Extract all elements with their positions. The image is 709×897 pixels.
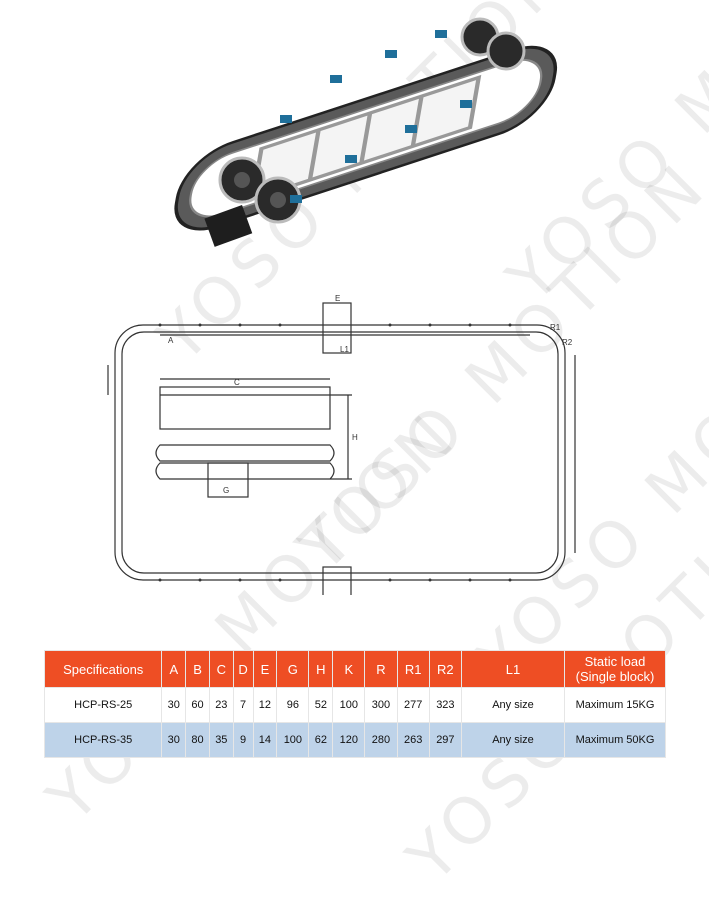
table-row: HCP-RS-35 30 80 35 9 14 100 62 120 280 2… bbox=[43, 722, 666, 758]
spec-table: Specifications A B C D E G H K R R1 R2 L… bbox=[43, 650, 666, 758]
header-h: H bbox=[308, 650, 334, 688]
dim-label-r1: R1 bbox=[550, 323, 561, 332]
cell-spec: HCP-RS-35 bbox=[43, 722, 163, 758]
cell: 100 bbox=[276, 722, 310, 758]
dim-label-r2: R2 bbox=[562, 338, 573, 347]
header-specifications: Specifications bbox=[43, 650, 163, 688]
dim-label-c: C bbox=[234, 378, 240, 387]
cell-l1: Any size bbox=[461, 722, 565, 758]
dim-label-e: E bbox=[335, 295, 340, 303]
cell: 35 bbox=[208, 722, 234, 758]
cell: 62 bbox=[308, 722, 334, 758]
cell-static-load: Maximum 15KG bbox=[564, 687, 666, 723]
cell: 297 bbox=[428, 722, 463, 758]
header-k: K bbox=[332, 650, 366, 688]
cell: 23 bbox=[208, 687, 234, 723]
cell: 280 bbox=[364, 722, 398, 758]
product-render bbox=[174, 17, 558, 247]
header-e: E bbox=[252, 650, 278, 688]
cell: 300 bbox=[364, 687, 398, 723]
dim-label-a: A bbox=[168, 336, 174, 345]
cell-spec: HCP-RS-25 bbox=[43, 687, 163, 723]
cell: 100 bbox=[332, 687, 366, 723]
cell: 12 bbox=[252, 687, 278, 723]
dim-label-h: H bbox=[352, 433, 358, 442]
technical-drawing: E C H G A L1 R1 R2 bbox=[107, 295, 576, 595]
header-l1: L1 bbox=[461, 650, 565, 688]
header-c: C bbox=[208, 650, 234, 688]
header-g: G bbox=[276, 650, 310, 688]
cell: 7 bbox=[232, 687, 254, 723]
header-static-load: Static load (Single block) bbox=[564, 650, 666, 688]
header-d: D bbox=[232, 650, 254, 688]
header-static-load-line2: (Single block) bbox=[575, 669, 655, 684]
table-row: HCP-RS-25 30 60 23 7 12 96 52 100 300 27… bbox=[43, 687, 666, 723]
table-header-row: Specifications A B C D E G H K R R1 R2 L… bbox=[43, 650, 666, 688]
cell: 9 bbox=[232, 722, 254, 758]
cell: 14 bbox=[252, 722, 278, 758]
cell-l1: Any size bbox=[461, 687, 565, 723]
header-r2: R2 bbox=[428, 650, 463, 688]
cell: 323 bbox=[428, 687, 463, 723]
header-static-load-line1: Static load bbox=[584, 654, 646, 669]
cell: 52 bbox=[308, 687, 334, 723]
header-a: A bbox=[161, 650, 187, 688]
cell: 80 bbox=[185, 722, 210, 758]
dim-label-l1: L1 bbox=[340, 345, 349, 354]
cell: 120 bbox=[332, 722, 366, 758]
cell: 263 bbox=[396, 722, 430, 758]
header-r: R bbox=[364, 650, 398, 688]
cell: 277 bbox=[396, 687, 430, 723]
cell: 60 bbox=[185, 687, 210, 723]
dim-label-g: G bbox=[223, 486, 229, 495]
cell: 30 bbox=[161, 722, 187, 758]
cell: 96 bbox=[276, 687, 310, 723]
cell-static-load: Maximum 50KG bbox=[564, 722, 666, 758]
header-b: B bbox=[185, 650, 210, 688]
header-r1: R1 bbox=[396, 650, 430, 688]
cell: 30 bbox=[161, 687, 187, 723]
